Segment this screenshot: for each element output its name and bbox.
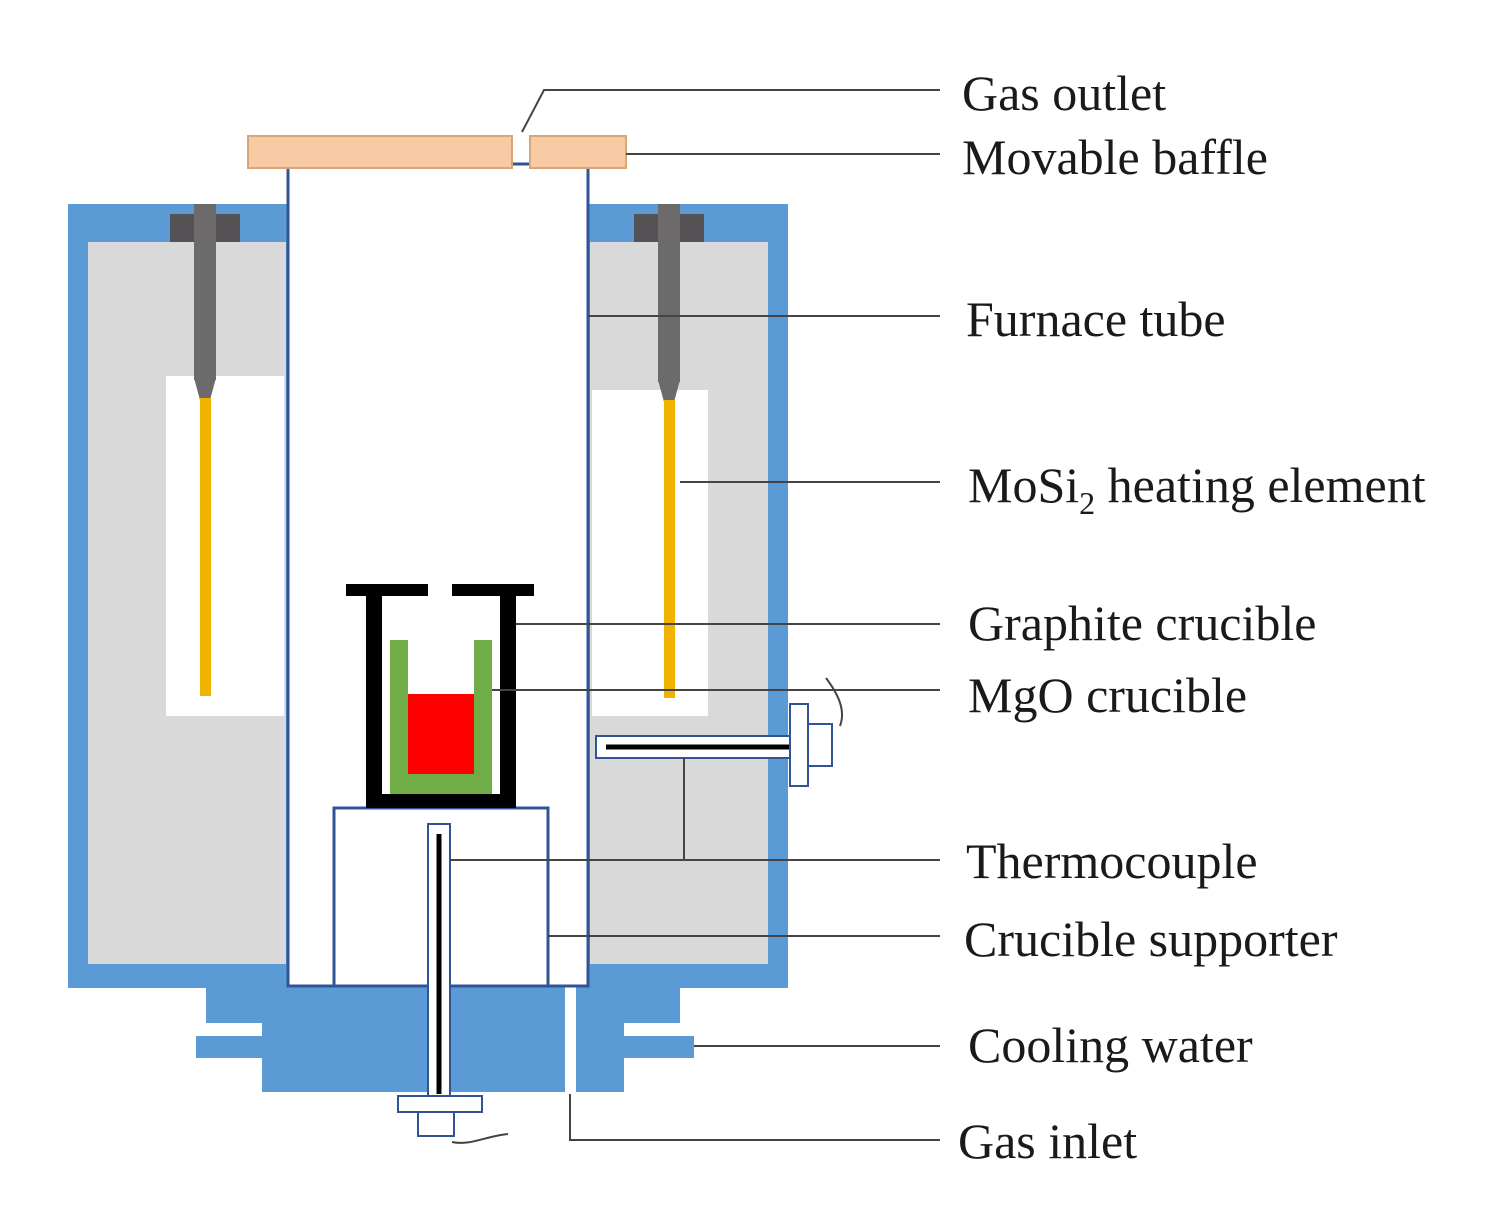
label-crucible-supporter: Crucible supporter (964, 911, 1338, 967)
cooling-port-right (620, 1036, 694, 1058)
gas-inlet-channel (565, 986, 576, 1092)
thermocouple-side-lead (825, 677, 844, 727)
graphite-lid-left (346, 584, 428, 596)
heating-zone-right (592, 390, 708, 716)
sample-melt (408, 694, 474, 774)
thermocouple-side-flange (789, 703, 809, 787)
leader-gas-outlet (521, 89, 940, 133)
heating-zone-left (166, 376, 284, 716)
thermocouple-bottom-head (417, 1111, 455, 1137)
graphite-crucible (346, 584, 534, 808)
graphite-wall-left (366, 596, 382, 808)
label-gas-outlet: Gas outlet (962, 65, 1166, 121)
label-gas-inlet: Gas inlet (958, 1113, 1137, 1169)
leader-gas-inlet (569, 1094, 940, 1141)
furnace-shell-left (68, 204, 290, 988)
hot-zone-rod-right (664, 400, 675, 698)
label-heating-element-suffix: heating element (1095, 457, 1426, 513)
cooling-port-left (196, 1036, 266, 1058)
label-heating-element: MoSi2 heating element (968, 457, 1426, 521)
graphite-wall-right (500, 596, 516, 808)
label-movable-baffle: Movable baffle (962, 129, 1268, 185)
mgo-wall-right (474, 640, 492, 794)
mgo-wall-left (390, 640, 408, 794)
mgo-bottom (390, 774, 492, 794)
movable-baffle (247, 135, 627, 169)
thermocouple-bottom-lead (451, 1133, 509, 1144)
baffle-left-half (247, 135, 513, 169)
label-thermocouple: Thermocouple (966, 833, 1258, 889)
thermocouple-bottom (397, 823, 509, 1144)
terminal-rod-right (658, 204, 680, 382)
heating-element-left (170, 204, 240, 696)
graphite-bottom (366, 794, 516, 808)
terminal-taper-right (658, 380, 680, 402)
terminal-taper-left (194, 378, 216, 400)
thermocouple-side-head (807, 723, 833, 767)
hot-zone-rod-left (200, 398, 211, 696)
mgo-crucible (390, 640, 492, 794)
label-heating-element-subscript: 2 (1079, 485, 1095, 521)
label-mgo-crucible: MgO crucible (968, 667, 1247, 723)
leader-lines (450, 89, 940, 1141)
label-heating-element-prefix: MoSi (968, 457, 1079, 513)
label-graphite-crucible: Graphite crucible (968, 595, 1316, 651)
furnace-shell-right (586, 204, 788, 988)
label-cooling-water: Cooling water (968, 1017, 1253, 1073)
labels: Gas outlet Movable baffle Furnace tube M… (958, 65, 1426, 1169)
label-furnace-tube: Furnace tube (966, 291, 1226, 347)
thermocouple-side (595, 677, 844, 787)
baffle-right-half (529, 135, 627, 169)
thermocouple-bottom-flange (397, 1095, 483, 1113)
graphite-lid-right (452, 584, 534, 596)
terminal-rod-left (194, 204, 216, 380)
heating-element-right (634, 204, 704, 698)
